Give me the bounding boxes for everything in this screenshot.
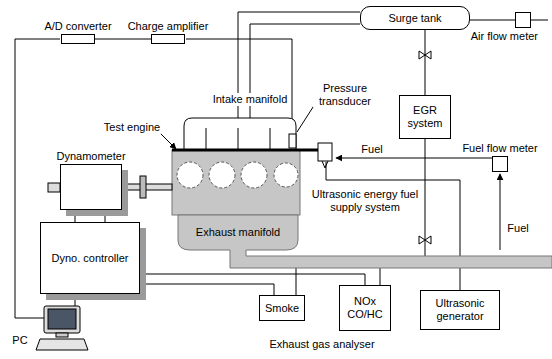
leader-line: [297, 104, 315, 132]
box-label: Air flow meter: [471, 30, 538, 43]
shaft: [122, 184, 172, 190]
intake-manifold: [184, 118, 296, 150]
component-box: Surge tank: [360, 6, 470, 30]
sample-line: [380, 268, 381, 285]
connector-line: [140, 274, 365, 285]
pressure-transducer: [289, 134, 296, 148]
box-label: Charge amplifier: [128, 20, 209, 33]
part-label: Fuel: [360, 143, 383, 156]
component-box: Ultrasonic generator: [420, 290, 500, 330]
component-box: Smoke: [259, 295, 305, 321]
cylinders: [177, 162, 298, 188]
pc-icon: [36, 306, 88, 350]
box-label: Ultrasonic generator: [421, 297, 499, 322]
box-label: EGR system: [400, 104, 450, 129]
connector-line: [470, 20, 515, 21]
signal-wire: [105, 210, 106, 222]
box-label: Dynamometer: [56, 150, 125, 163]
component-box: Dynamometer: [60, 164, 122, 210]
box-label: NOx CO/HC: [340, 295, 390, 320]
part-label: Fuel: [506, 222, 529, 235]
box-label: A/D converter: [44, 20, 111, 33]
component-box: EGR system: [399, 95, 451, 139]
air-inlet: [531, 20, 548, 21]
component-box: A/D converter: [61, 34, 95, 44]
component-box: Dyno. controller: [40, 222, 140, 294]
injector: [318, 143, 332, 161]
box-label: Fuel flow meter: [462, 142, 537, 155]
manifold-runners: [206, 128, 270, 150]
component-box: Air flow meter: [515, 12, 531, 28]
component-box: Charge amplifier: [151, 34, 185, 44]
valve-symbol: [419, 236, 431, 244]
connector-line: [75, 210, 76, 222]
fuel-rail: [172, 149, 318, 152]
part-label: Test engine: [103, 121, 161, 134]
exhaust-manifold: [178, 215, 552, 268]
part-label: Pressure transducer: [313, 82, 377, 107]
injector-nozzle: [322, 161, 328, 168]
ultrasonic-wire: [326, 162, 460, 290]
component-box: NOx CO/HC: [339, 285, 391, 331]
box-label: Smoke: [265, 302, 299, 315]
box-label: Dyno. controller: [51, 252, 128, 265]
part-label: Exhaust gas analyser: [268, 338, 375, 351]
connector-line: [140, 284, 274, 295]
sample-line: [296, 268, 297, 295]
fuel-line: [336, 158, 492, 159]
signal-wire: [75, 294, 76, 306]
shaft: [48, 183, 60, 192]
part-label: Intake manifold: [212, 93, 289, 106]
engine-block: [172, 150, 300, 215]
part-label: Exhaust manifold: [195, 226, 281, 239]
leader-line: [160, 133, 176, 149]
box-label: Surge tank: [388, 12, 441, 25]
fuel-line: [500, 174, 501, 250]
part-label: PC: [11, 334, 28, 347]
part-label: Ultrasonic energy fuel supply system: [308, 188, 422, 213]
component-box: Fuel flow meter: [492, 156, 508, 172]
coupling: [140, 176, 146, 198]
connector-line: [95, 39, 151, 40]
connector-line: [425, 30, 426, 95]
egr-pipe: [425, 139, 426, 256]
